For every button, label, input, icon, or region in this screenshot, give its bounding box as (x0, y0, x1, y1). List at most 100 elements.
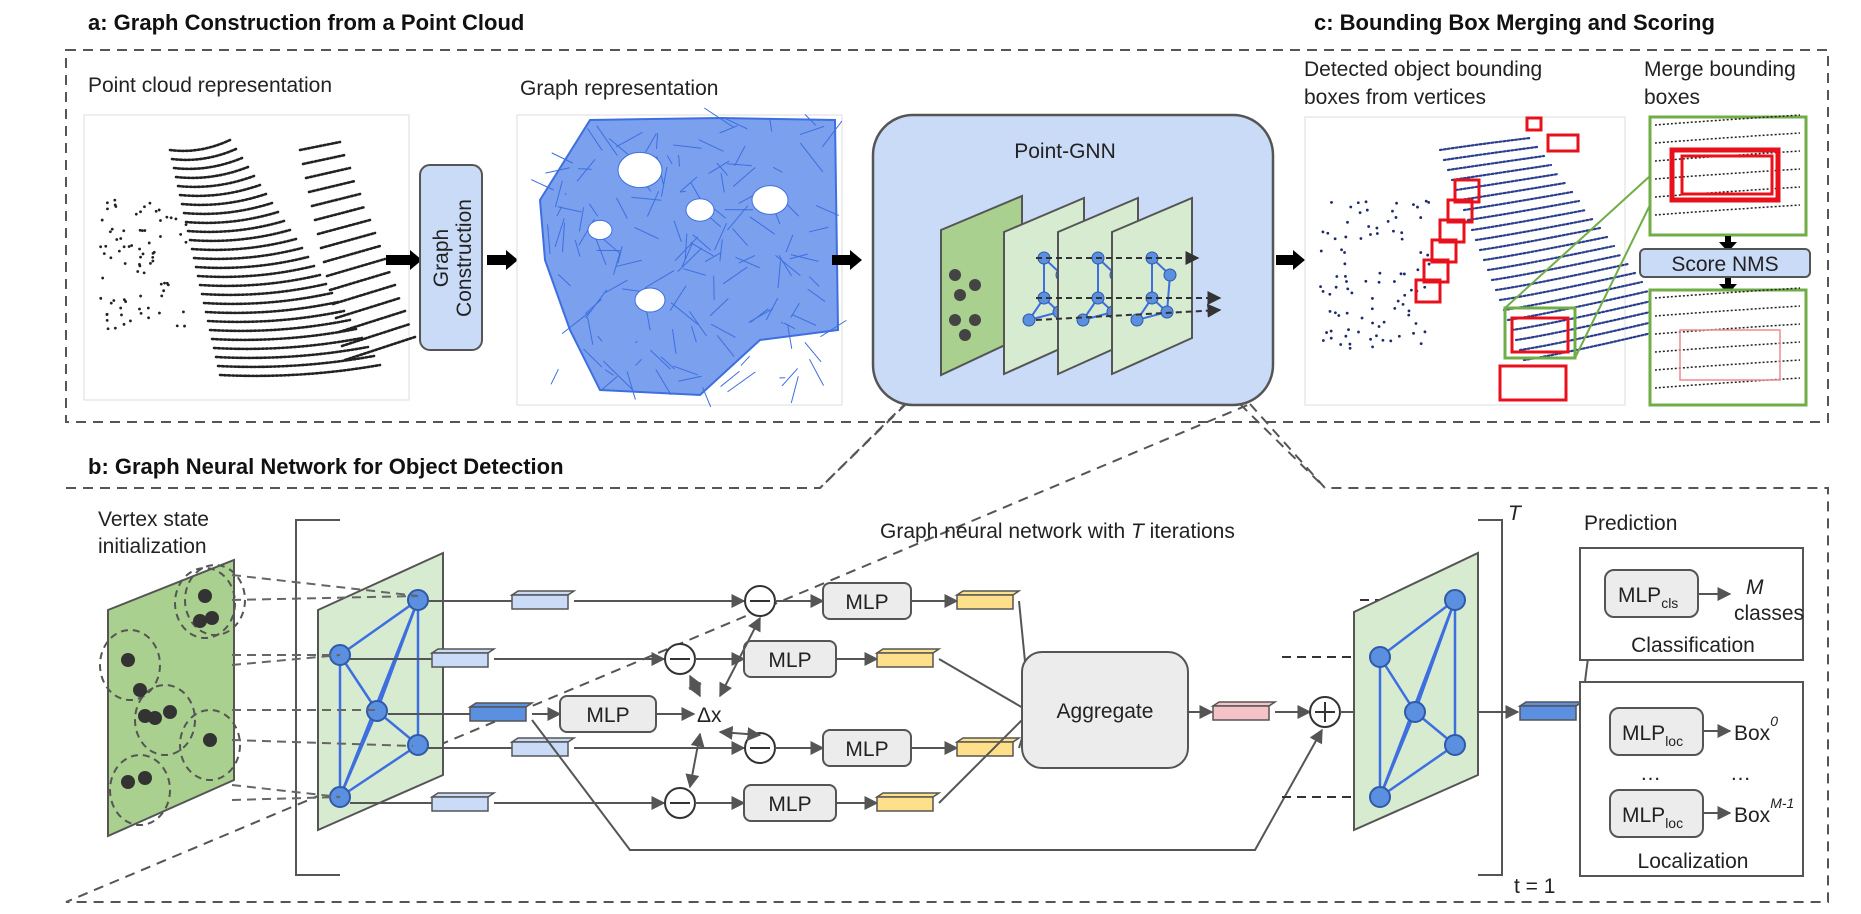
mlp-loc-label-2: MLPloc (1622, 804, 1683, 831)
point (1344, 235, 1348, 239)
point (1326, 231, 1330, 235)
point (101, 276, 105, 280)
graph-edge (596, 125, 618, 156)
init-point (163, 705, 177, 719)
point (154, 209, 158, 213)
init-dash (231, 796, 341, 801)
detected-line1: Detected object bounding (1304, 58, 1542, 81)
graph-edge (738, 254, 756, 264)
point (1346, 220, 1349, 224)
point (106, 327, 110, 331)
point (1339, 343, 1343, 346)
graph-hole (685, 198, 715, 222)
graph-edge (615, 131, 643, 148)
gnn-node (1163, 268, 1177, 282)
graph-edge (551, 152, 574, 164)
graph-edge (557, 274, 571, 287)
scan-line (334, 296, 402, 320)
scan-line (1654, 204, 1801, 216)
input-graph-panel (317, 551, 444, 832)
graph-edge (605, 279, 628, 294)
detected-box (1446, 198, 1474, 224)
point (122, 298, 126, 302)
detected-box (1525, 116, 1543, 132)
graph-edge (727, 163, 752, 167)
point (1412, 203, 1415, 207)
scan-line (190, 237, 298, 252)
point (113, 198, 117, 202)
point (138, 307, 141, 311)
gnn-node (1076, 313, 1090, 327)
graph-edge (789, 253, 808, 260)
graph-edge (714, 223, 727, 251)
point (1343, 262, 1347, 266)
gnn-arrow (1035, 303, 1222, 321)
point (1393, 280, 1396, 283)
iter-bottom: t = 1 (1514, 875, 1555, 898)
graph-edge (554, 218, 565, 248)
point (1369, 233, 1372, 236)
scan-line (172, 156, 244, 171)
scan-line (1494, 262, 1630, 292)
graph-hole (617, 151, 663, 189)
graph-node (1404, 701, 1426, 723)
point (162, 289, 166, 293)
point (1364, 200, 1368, 204)
init-dash (231, 595, 419, 601)
graph-edge (1379, 743, 1456, 799)
gnn-input-point (954, 289, 966, 301)
section-a-title: a: Graph Construction from a Point Cloud (88, 10, 524, 35)
graph-hole (587, 219, 613, 241)
connector-right (1239, 403, 1326, 489)
aggregate-box: Aggregate (1021, 651, 1189, 769)
point (122, 229, 126, 233)
scan-line (1654, 132, 1801, 144)
frame-top (65, 49, 1829, 423)
m-classes-word: classes (1734, 602, 1804, 625)
point (139, 294, 143, 298)
offset-arrow (719, 616, 761, 698)
graph-edge (681, 242, 694, 268)
scan-line (298, 140, 342, 152)
scan-line (198, 273, 322, 288)
graph-edge (772, 166, 783, 173)
graph-construction-label-1: Graph (430, 229, 453, 287)
bracket-right (1478, 519, 1503, 876)
point (1365, 208, 1369, 212)
edge-mlp-label: MLP (845, 738, 888, 761)
point (130, 244, 134, 247)
point (175, 324, 179, 328)
neighborhood (109, 754, 171, 826)
neighborhood (184, 564, 246, 636)
graph-edge (799, 125, 825, 136)
graph-edge (644, 133, 657, 154)
point (158, 311, 161, 315)
scan-line (206, 309, 346, 324)
init-point (203, 733, 217, 747)
scan-line (184, 210, 280, 225)
bracket-left (295, 519, 340, 876)
scan-line (176, 174, 256, 189)
point (1401, 303, 1405, 306)
point (1364, 279, 1368, 283)
point (1416, 268, 1420, 272)
offset-arrow (685, 732, 705, 789)
graph-edge (338, 710, 379, 798)
graph-edge (815, 204, 839, 216)
point (1358, 211, 1362, 215)
graph-edge (808, 276, 820, 287)
init-point (205, 611, 219, 625)
merged-box-candidates (1680, 154, 1774, 196)
point (1407, 313, 1411, 317)
zoom-frame (1503, 306, 1577, 360)
gnn-input-point (959, 329, 971, 341)
scan-line (1490, 253, 1623, 282)
point (1402, 272, 1406, 276)
point (140, 229, 144, 233)
graph-edge (809, 358, 825, 386)
point (184, 240, 188, 244)
graph-edge (669, 285, 687, 311)
graph-node (407, 734, 429, 756)
